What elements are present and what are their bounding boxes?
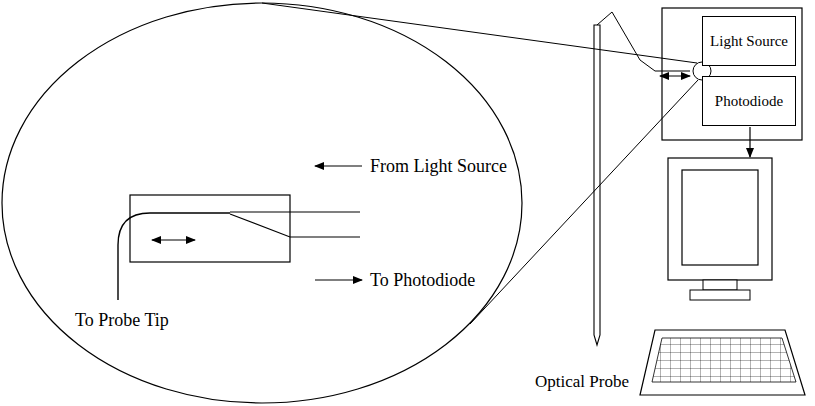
monitor-base — [690, 290, 750, 300]
box-label: Light Source — [710, 33, 788, 50]
light-source-box: Light Source — [702, 16, 796, 66]
box-label: Photodiode — [715, 93, 783, 110]
fiber-label: From Light Source — [370, 156, 507, 176]
magnifier-ellipse — [2, 3, 522, 403]
direction-arrow — [315, 279, 362, 280]
coupler-box — [130, 195, 290, 262]
probe-fiber — [118, 213, 230, 300]
signal-arrow — [749, 127, 750, 157]
direction-arrow — [315, 165, 362, 166]
fiber-line — [230, 211, 360, 212]
probe-fiber — [597, 12, 690, 71]
optical-probe — [594, 25, 600, 345]
leader-line — [262, 3, 697, 63]
photodiode-box: Photodiode — [702, 76, 796, 126]
fiber-label: To Probe Tip — [75, 310, 169, 330]
monitor-screen — [682, 170, 758, 265]
keyboard-keys — [652, 338, 796, 382]
instrument-box — [662, 8, 802, 140]
double-arrow — [660, 76, 690, 77]
fiber-line — [230, 214, 360, 237]
monitor — [668, 158, 772, 280]
keyboard — [640, 330, 805, 395]
monitor-stand — [703, 280, 737, 290]
fiber-label: To Photodiode — [370, 270, 475, 290]
double-arrow — [152, 239, 195, 240]
part-label: Optical Probe — [535, 372, 629, 392]
leader-line — [470, 80, 698, 324]
